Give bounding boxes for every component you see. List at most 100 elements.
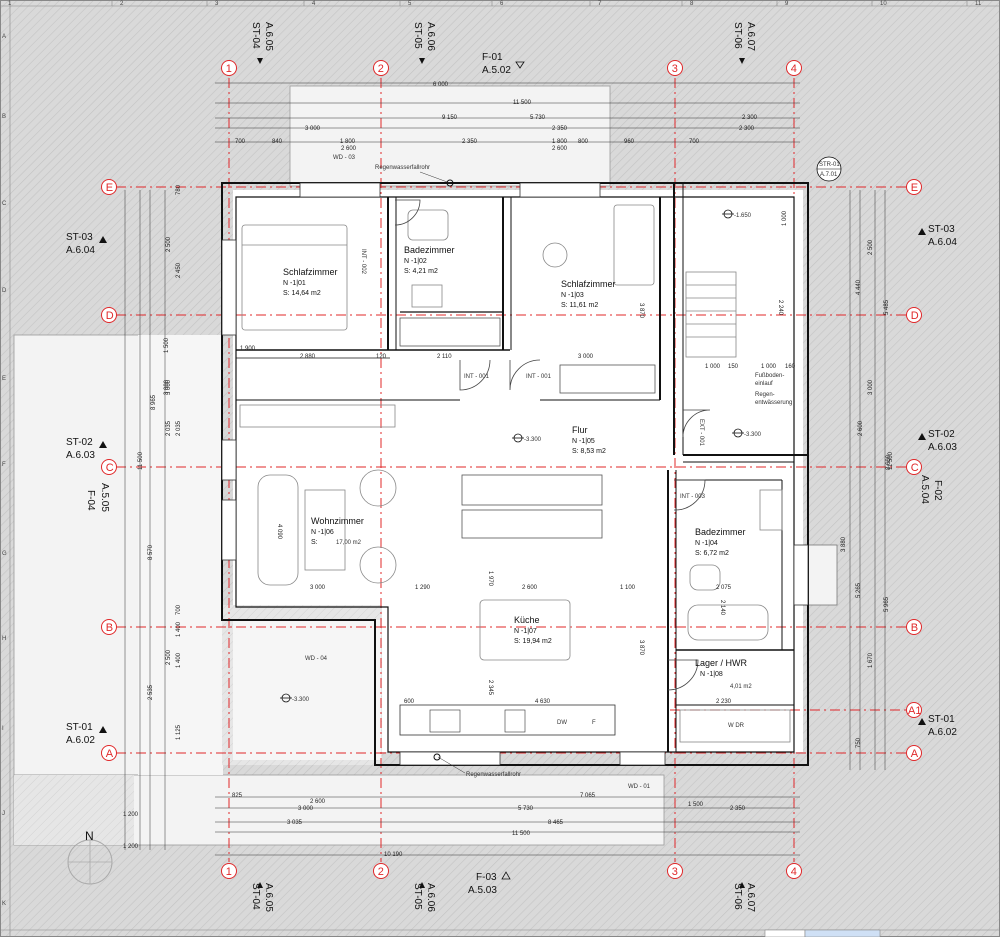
dim-right-value: 5 485 (884, 299, 890, 315)
frame-col-label: 10 (880, 1, 887, 7)
section-bottom-ref: A.6.06 (425, 883, 436, 912)
dimension-lines (124, 82, 886, 856)
dim-left-value: 1 400 (176, 621, 182, 637)
grid-bubble-bottom-4 (786, 863, 802, 879)
section-top-id: ST-06 (732, 22, 743, 49)
facade-right-id: F-02 (932, 480, 943, 501)
section-right-ref: A.6.03 (928, 442, 957, 453)
frame-col-label: 8 (690, 1, 694, 7)
room-area-schlafzimmer-1: S: 14,64 m2 (283, 290, 321, 297)
appliance-f: F (592, 720, 596, 726)
dim-bottom-value: 5 730 (518, 806, 534, 812)
dim-bottom-value: 3 000 (298, 806, 314, 812)
dim-top-value: 3 000 (305, 126, 321, 132)
dim-top-value: 9 150 (442, 115, 458, 121)
door-int001b: INT - 001 (526, 374, 552, 380)
dim-left-value: 11 500 (138, 451, 144, 470)
frame-col-label: 2 (120, 1, 124, 7)
lawn-southwest (14, 775, 134, 845)
grid-bubble-right-C (906, 459, 922, 475)
room-name-kueche: Küche (514, 615, 540, 625)
grid-bubble-bottom-2 (373, 863, 389, 879)
svg-text:-1.650: -1.650 (734, 213, 752, 219)
dim-bottom-value: 7 065 (580, 793, 596, 799)
grid-bubble-right-B-label: B (911, 622, 918, 634)
room-name-flur: Flur (572, 425, 588, 435)
dim-inner-value: 160 (785, 364, 796, 370)
section-bottom-ref: A.6.07 (745, 883, 756, 912)
dim-right-value: 3 880 (841, 536, 847, 552)
dim-top-value: 1 800 (340, 139, 356, 145)
section-top-ref: A.6.05 (263, 22, 274, 51)
dim-bottom-value: 11 500 (512, 831, 531, 837)
section-bottom-arrow (419, 882, 425, 888)
section-right-arrow (918, 718, 926, 725)
section-bottom-arrow (739, 882, 745, 888)
dim-inner-value: 3 870 (638, 640, 644, 656)
section-left-id: ST-02 (66, 437, 93, 448)
dim-inner-value: 1 900 (240, 346, 256, 352)
room-code-flur: N -1|05 (572, 438, 595, 445)
grid-bubble-left-D (101, 307, 117, 323)
dim-left-value: 3 000 (166, 379, 172, 395)
dim-bottom-value: 1 200 (123, 844, 139, 850)
dim-bottom-value: 1 500 (688, 802, 704, 808)
window-wd03: WD - 03 (333, 155, 356, 161)
section-left-arrow (99, 236, 107, 243)
window-wd04: WD - 04 (305, 656, 328, 662)
terrace-north (289, 85, 611, 187)
dim-left-value: 2 500 (166, 236, 172, 252)
annotations: Regenwasserfallrohr Regenwasserfallrohr … (305, 155, 792, 790)
note-rain-bottom: Regenwasserfallrohr (466, 772, 521, 778)
north-arrow: N (67, 829, 113, 885)
dim-bottom-value: 2 600 (310, 799, 326, 805)
frame-row-label: F (2, 462, 6, 468)
grid-lines (116, 78, 908, 862)
dim-bottom-value: 2 350 (730, 806, 746, 812)
dim-top-value: 2 350 (462, 139, 478, 145)
level-marker-stair-low: -3.300 (732, 428, 762, 438)
room-name-wohnzimmer: Wohnzimmer (311, 516, 364, 526)
frame-row-label: C (2, 201, 7, 207)
facade-left-id: F-04 (85, 490, 96, 511)
building-interior (222, 190, 803, 765)
dim-bottom-value: 1 200 (123, 812, 139, 818)
dim-top-value: 1 800 (552, 139, 568, 145)
frame-row-label: A (2, 34, 6, 40)
dim-top-value: 2 300 (739, 126, 755, 132)
section-right-id: ST-01 (928, 714, 955, 725)
grid-bubble-right-E-label: E (911, 182, 918, 194)
door-swings (394, 199, 711, 691)
grid-bubble-right-A (906, 745, 922, 761)
dim-bottom-value: 825 (232, 793, 243, 799)
dim-inner-value: 3 000 (310, 585, 326, 591)
facade-right-ref: A.5.04 (919, 475, 930, 504)
dim-top-value: 5 730 (530, 115, 546, 121)
grid-bubble-right-A-label: A (911, 748, 919, 760)
dim-bottom-value: 8 465 (548, 820, 564, 826)
dim-left-value: 2 500 (166, 649, 172, 665)
dim-inner-value: 1 970 (487, 571, 493, 587)
grid-bubble-left-C-label: C (106, 462, 114, 474)
dim-inner-value: 150 (728, 364, 739, 370)
door-ext001: EXT - 001 (698, 419, 704, 447)
room-area-wohnzimmer: S: (311, 539, 318, 546)
dim-inner-value: 3 870 (638, 303, 644, 319)
grid-bubble-top-2 (373, 60, 389, 76)
svg-text:A.7.01: A.7.01 (820, 172, 838, 178)
dim-right-value: 3 000 (868, 379, 874, 395)
frame-row-label: J (2, 811, 5, 817)
section-top-ref: A.6.06 (425, 22, 436, 51)
dim-right-value: 5 265 (856, 582, 862, 598)
level-markers: -1.650 -3.300 -3.300 -3.300 (280, 209, 762, 703)
section-top-id: ST-05 (412, 22, 423, 49)
section-right-ref: A.6.04 (928, 237, 957, 248)
svg-text:-3.300: -3.300 (292, 697, 310, 703)
dim-inner-value: 1 000 (705, 364, 721, 370)
grid-bubble-right-B (906, 619, 922, 635)
section-left-ref: A.6.03 (66, 450, 95, 461)
dim-inner-value: 1 290 (415, 585, 431, 591)
dim-top-value: 11 500 (513, 100, 532, 106)
note-drain-1: Fußboden- (755, 373, 784, 379)
